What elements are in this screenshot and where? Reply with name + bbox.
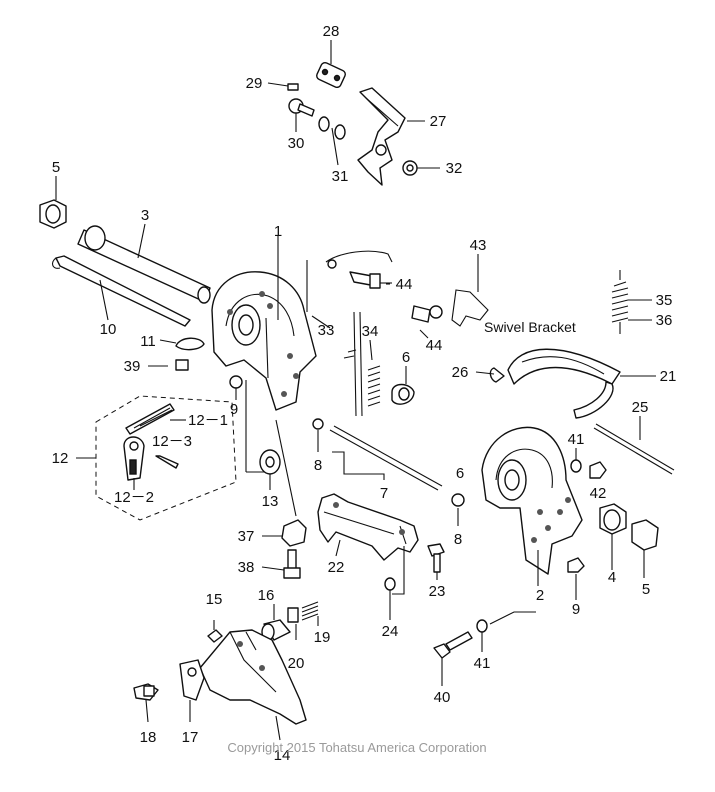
callout-3: 3 [141,207,149,224]
callout-9-right: 9 [572,601,580,618]
callout-7: 7 [380,485,388,502]
callout-8-right: 8 [454,531,462,548]
callout-13: 13 [262,493,279,510]
callout-17: 17 [182,729,199,746]
callout-36: 36 [656,312,673,329]
callout-24: 24 [382,623,399,640]
callout-14: 14 [274,747,291,764]
callout-12: 12 [52,450,69,467]
callout-35: 35 [656,292,673,309]
callout-16: 16 [258,587,275,604]
callout-20: 20 [288,655,305,672]
callout-37: 37 [238,528,255,545]
leaders-left [55,176,177,367]
linkage-center [311,250,489,526]
callout-32: 32 [446,160,463,177]
callout-43: 43 [470,237,487,254]
callout-5-right: 5 [642,581,650,598]
lower-left-parts [133,601,319,741]
callout-12-1: 12－1 [188,412,228,429]
callout-42: 42 [590,485,607,502]
parts-13-37-38 [259,449,307,579]
leaders-1 [235,236,308,517]
callout-28: 28 [323,23,340,40]
callout-22: 22 [328,559,345,576]
callout-labels: 1 2 3 4 5 5 6 6 7 8 8 9 9 10 11 12 12－1 … [52,23,677,764]
group-12-box [76,395,237,521]
callout-6-lower: 6 [456,465,464,482]
callout-1: 1 [274,223,282,240]
callout-21: 21 [660,368,677,385]
callout-12-3: 12－3 [152,433,192,450]
callout-2: 2 [536,587,544,604]
bracket-22 [317,493,445,620]
callout-39: 39 [124,358,141,375]
bracket-2 [481,426,583,586]
right-parts [433,270,675,686]
callout-30: 30 [288,135,305,152]
callout-33: 33 [318,322,335,339]
callout-27: 27 [430,113,447,130]
bracket-1 [175,271,317,411]
callout-9-left: 9 [230,401,238,418]
callout-5-left: 5 [52,159,60,176]
callout-6-upper: 6 [402,349,410,366]
leaders-top [267,40,440,169]
callout-44-lower: 44 [426,337,443,354]
callout-12-2: 12－2 [114,489,154,506]
callout-26: 26 [452,364,469,381]
callout-19: 19 [314,629,331,646]
callout-40: 40 [434,689,451,706]
callout-38: 38 [238,559,255,576]
shaft-group [39,199,211,351]
callout-41-upper: 41 [568,431,585,448]
copyright-watermark: Copyright 2015 Tohatsu America Corporati… [227,740,486,755]
callout-34: 34 [362,323,379,340]
leaders-center [369,254,479,361]
callout-11: 11 [140,333,156,350]
swivel-bracket-caption: Swivel Bracket [484,319,576,335]
callout-29: 29 [246,75,263,92]
callout-8-left: 8 [314,457,322,474]
bracket-27-group [287,61,418,186]
callout-10: 10 [100,321,117,338]
callout-4: 4 [608,569,616,586]
callout-15: 15 [206,591,223,608]
callout-23: 23 [429,583,446,600]
callout-25: 25 [632,399,649,416]
callout-44-upper: 44 [396,276,413,293]
callout-41-lower: 41 [474,655,491,672]
callout-18: 18 [140,729,157,746]
callout-31: 31 [332,168,349,185]
